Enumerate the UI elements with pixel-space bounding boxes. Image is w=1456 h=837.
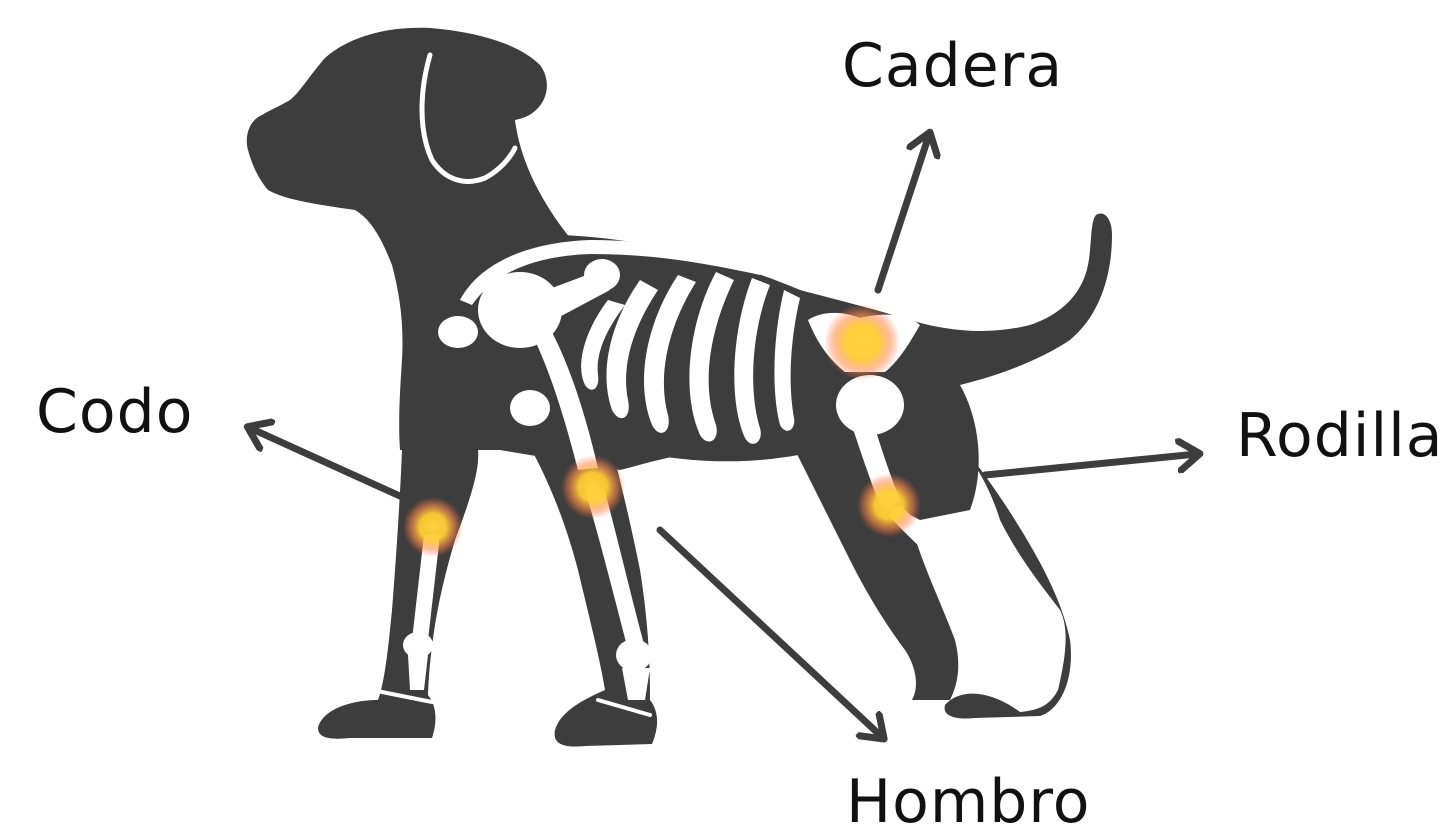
label-cadera: Cadera bbox=[842, 36, 1063, 96]
label-hombro: Hombro bbox=[846, 772, 1090, 832]
dog-silhouette bbox=[247, 28, 1112, 747]
arrow-cadera bbox=[878, 135, 929, 290]
arrow-hombro bbox=[660, 530, 882, 737]
hip-glow bbox=[824, 304, 900, 380]
knee-glow bbox=[857, 473, 921, 537]
arrow-codo bbox=[250, 428, 402, 497]
shoulder-glow bbox=[561, 455, 625, 519]
label-codo: Codo bbox=[36, 382, 193, 442]
arrow-rodilla bbox=[985, 454, 1197, 475]
label-rodilla: Rodilla bbox=[1236, 406, 1444, 466]
elbow-glow bbox=[403, 497, 463, 557]
